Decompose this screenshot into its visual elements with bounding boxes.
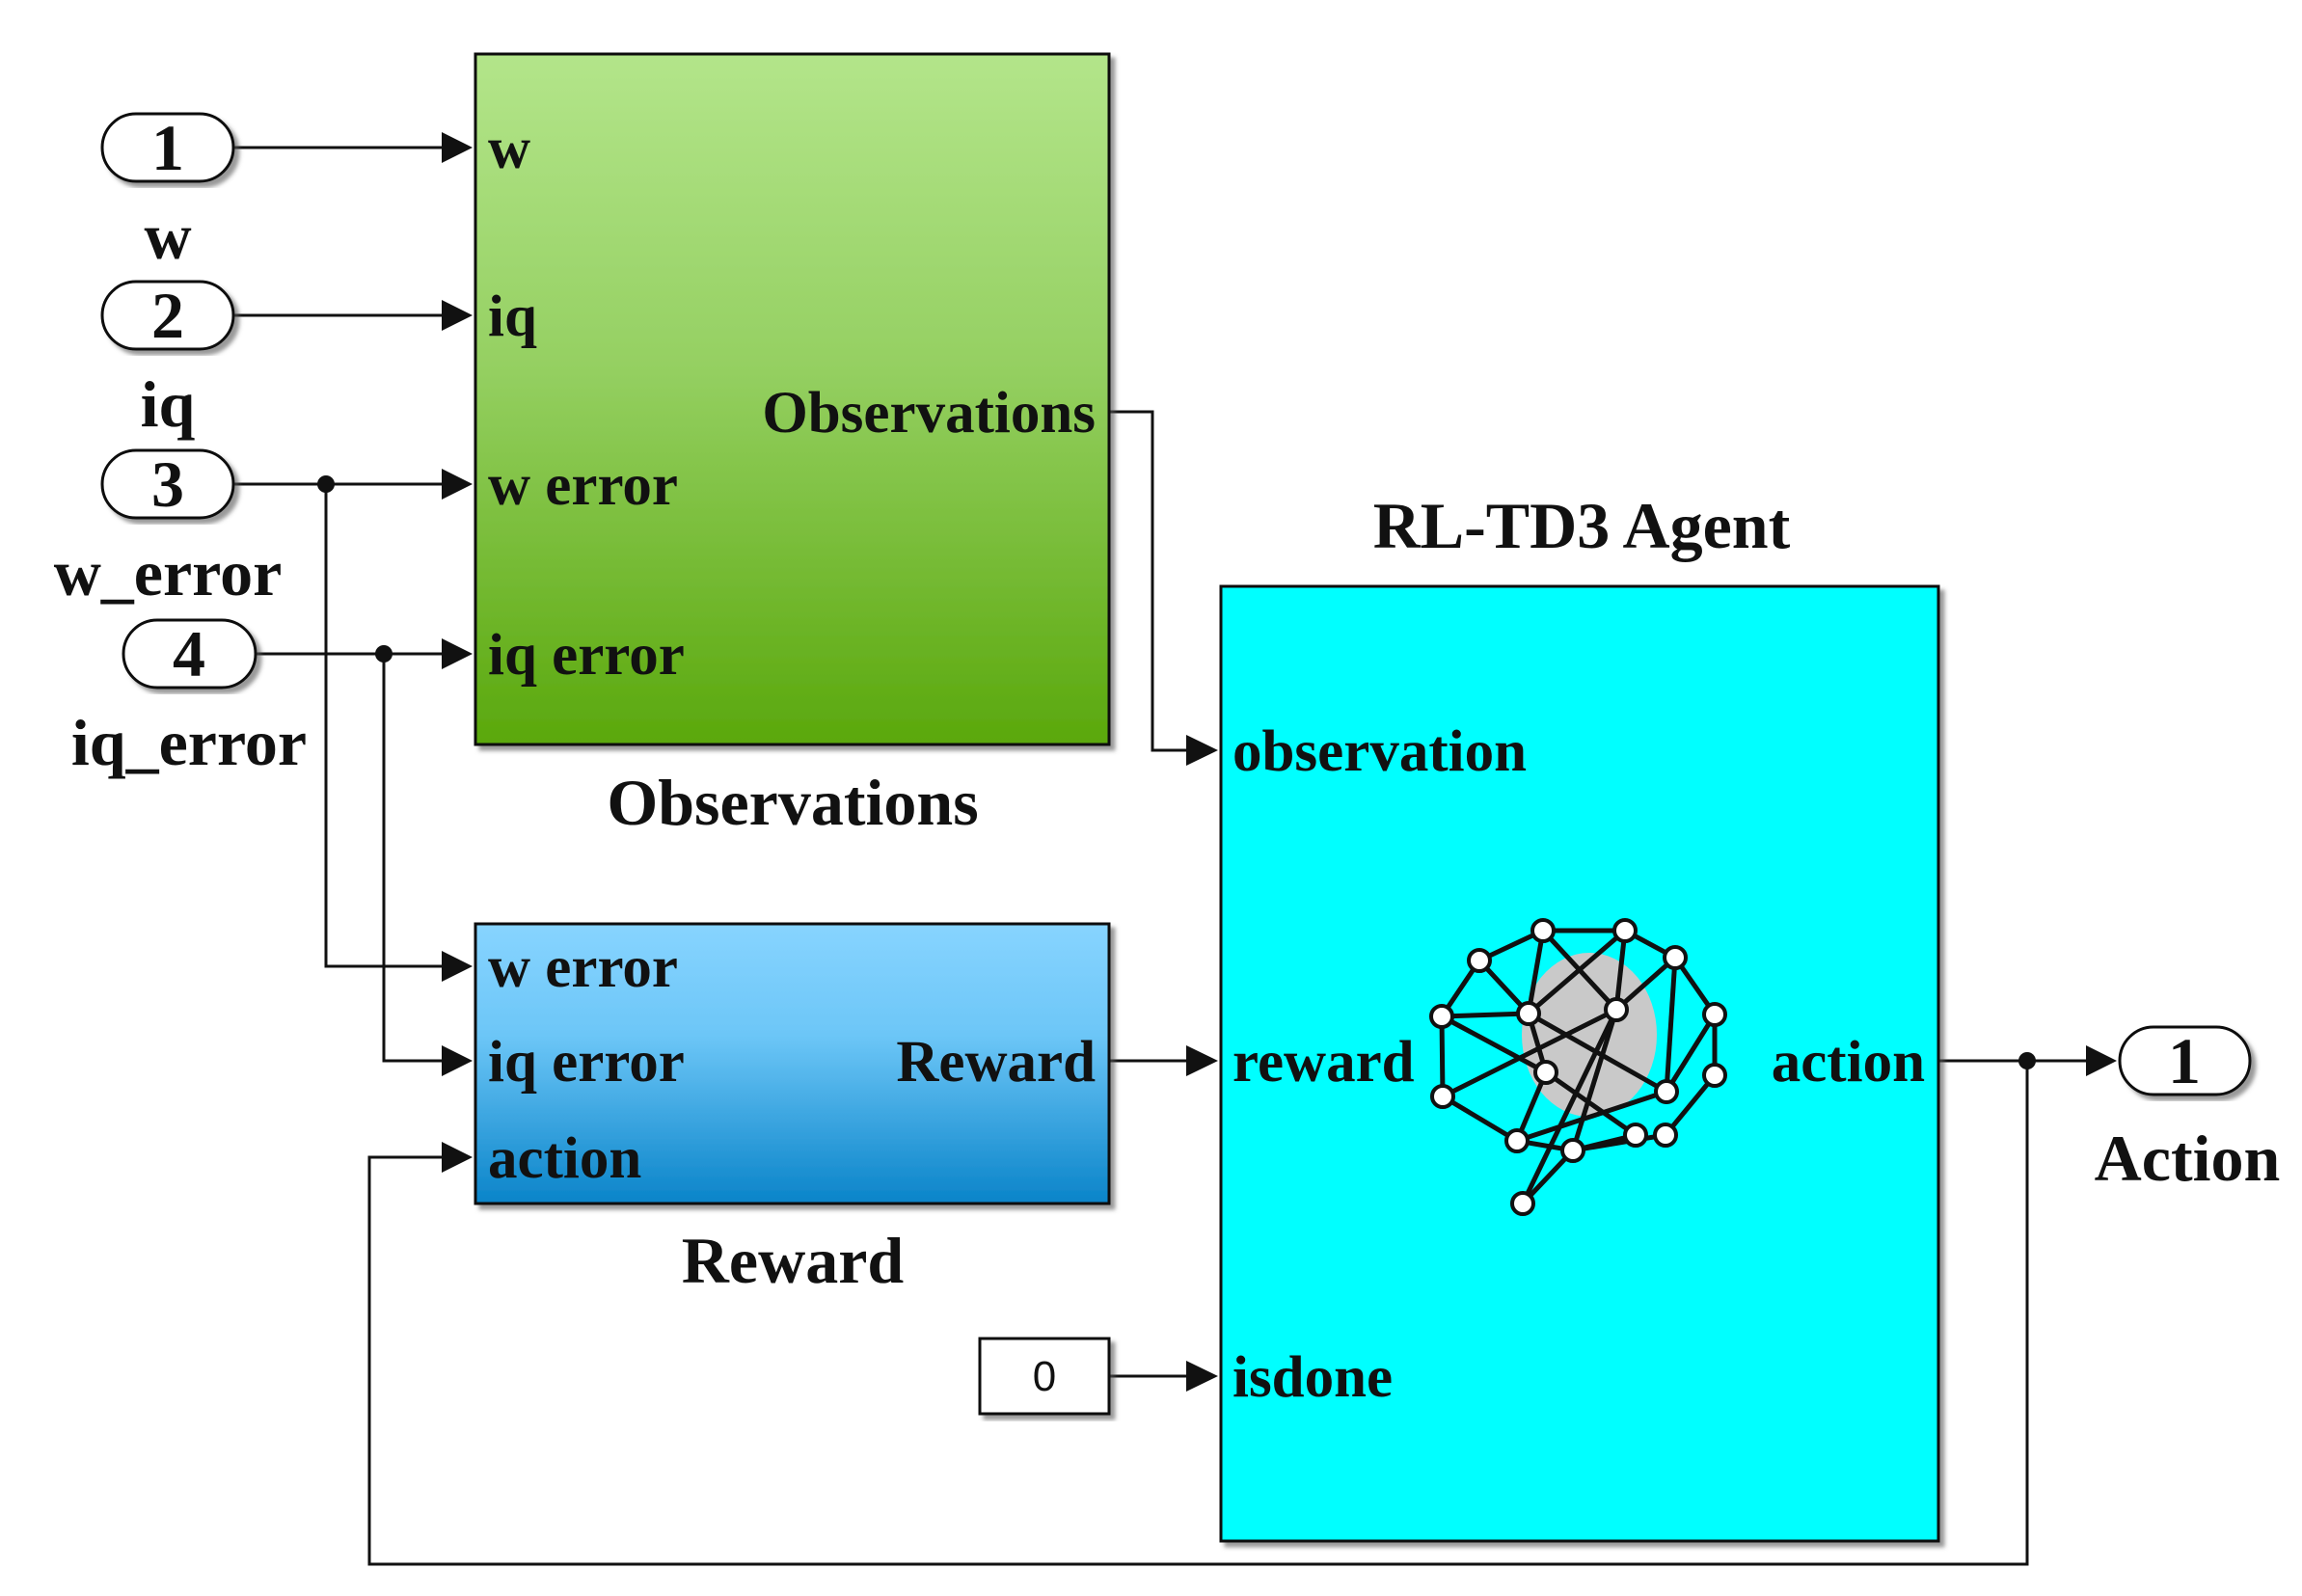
inport-3-number: 3 — [151, 447, 184, 521]
arrow-iq — [442, 300, 473, 331]
agent-port-observation: observation — [1232, 719, 1527, 784]
outport-1-name: Action — [2095, 1122, 2281, 1195]
inport-1[interactable]: 1 w — [100, 111, 235, 273]
wire-observations-agent — [1109, 410, 1186, 752]
obs-port-w-error: w error — [488, 453, 678, 518]
constant-block[interactable]: 0 — [978, 1337, 1111, 1416]
arrow-w — [442, 132, 473, 163]
arrow-outport — [2086, 1045, 2117, 1076]
arrow-isdone — [1186, 1361, 1218, 1392]
inport-2-number: 2 — [151, 279, 184, 352]
agent-output-port: action — [1772, 1030, 1925, 1095]
signal-lines — [233, 132, 2117, 1566]
observations-block[interactable]: w iq w error iq error Observations Obser… — [474, 52, 1111, 839]
wire-action-feedback — [367, 1061, 2029, 1566]
obs-port-iq: iq — [488, 284, 537, 349]
agent-port-isdone: isdone — [1232, 1345, 1393, 1410]
reward-port-action: action — [488, 1126, 641, 1191]
agent-block-name: RL-TD3 Agent — [1373, 489, 1791, 562]
arrow-werror-obs — [442, 469, 473, 500]
inport-2-name: iq — [141, 367, 196, 441]
reward-block[interactable]: w error iq error action Reward Reward — [474, 922, 1111, 1297]
inport-1-name: w — [144, 200, 191, 273]
inport-3-name: w_error — [54, 536, 283, 609]
observations-block-name: Observations — [607, 766, 978, 839]
arrow-observation — [1186, 735, 1218, 766]
arrow-iqerror-reward — [442, 1045, 473, 1076]
outport-1[interactable]: 1 Action — [2095, 1024, 2281, 1195]
inport-3[interactable]: 3 w_error — [54, 447, 283, 609]
agent-port-reward: reward — [1232, 1030, 1415, 1095]
arrow-reward — [1186, 1045, 1218, 1076]
inport-1-number: 1 — [151, 111, 184, 184]
reward-output-port: Reward — [896, 1030, 1096, 1095]
obs-port-w: w — [488, 117, 530, 181]
inport-4[interactable]: 4 iq_error — [71, 617, 307, 779]
arrow-action-reward — [442, 1142, 473, 1173]
outport-1-number: 1 — [2168, 1024, 2201, 1097]
arrow-iqerror-obs — [442, 638, 473, 669]
wire-iqerror-branch — [382, 654, 442, 1063]
reward-port-iq-error: iq error — [488, 1030, 685, 1095]
neural-network-brain-icon — [1429, 918, 1727, 1216]
obs-port-iq-error: iq error — [488, 623, 685, 688]
inport-4-number: 4 — [173, 617, 205, 690]
reward-block-name: Reward — [682, 1224, 905, 1297]
inport-2[interactable]: 2 iq — [100, 279, 235, 441]
arrow-werror-reward — [442, 951, 473, 982]
constant-value: 0 — [1033, 1353, 1056, 1400]
obs-output-port: Observations — [762, 381, 1096, 446]
inport-4-name: iq_error — [71, 706, 307, 779]
agent-block[interactable]: RL-TD3 Agent observation reward isdone a… — [1219, 489, 1940, 1543]
wire-werror-branch — [324, 484, 442, 968]
reward-port-w-error: w error — [488, 935, 678, 1000]
